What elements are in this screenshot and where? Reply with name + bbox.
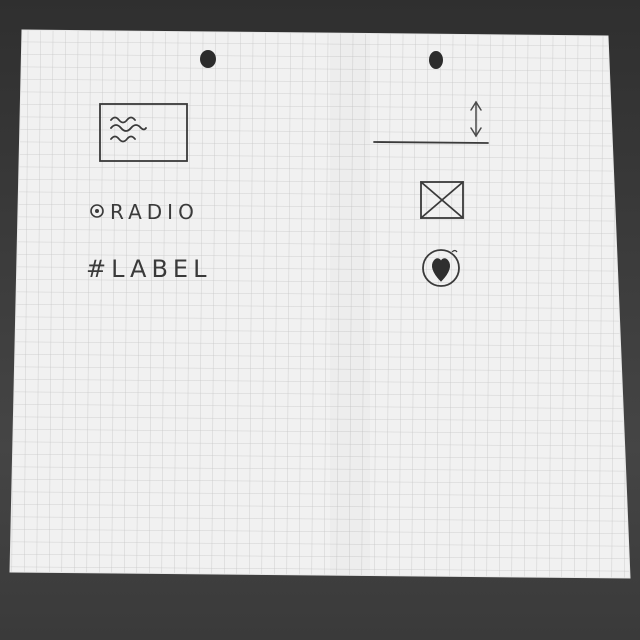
label-text: #LABEL <box>86 255 211 283</box>
checkbox-icon <box>420 181 464 219</box>
binder-hole-right <box>429 51 443 69</box>
vertical-arrows-icon <box>470 100 482 138</box>
radio-button-icon <box>90 204 104 218</box>
radio-label: RADIO <box>110 200 199 224</box>
image-placeholder-icon <box>99 103 188 162</box>
slider-icon <box>373 141 489 144</box>
heart-icon <box>422 249 460 287</box>
binder-hole-left <box>200 50 216 68</box>
